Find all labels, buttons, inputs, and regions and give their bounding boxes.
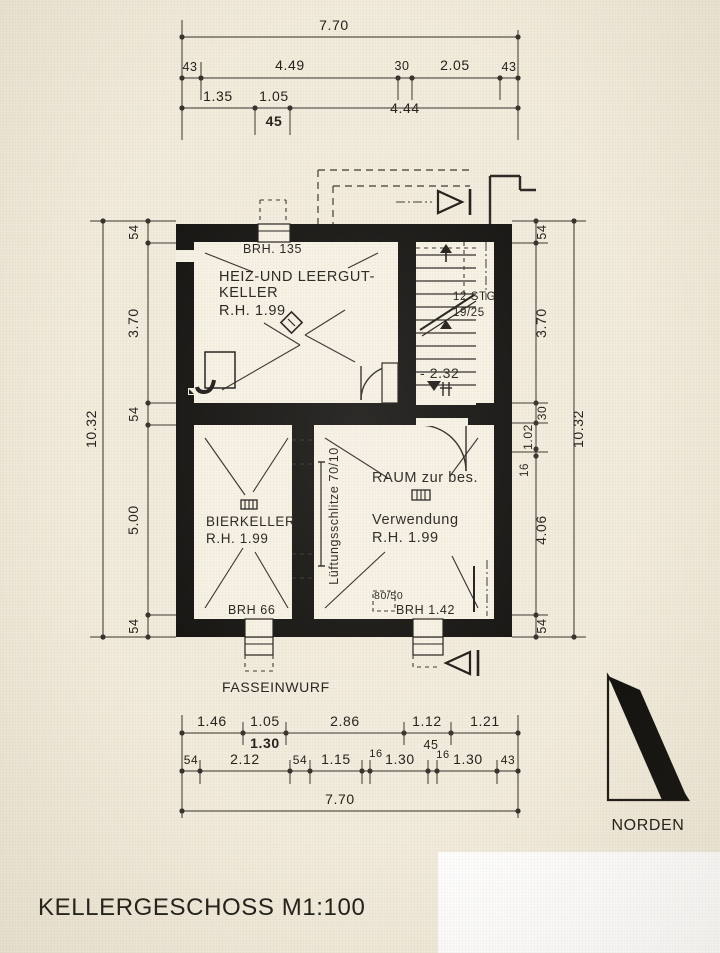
label-heiz-keller-line1: HEIZ-UND LEERGUT- bbox=[219, 269, 375, 285]
vent-symbol-raum bbox=[411, 489, 431, 501]
dim-right-370: 3.70 bbox=[533, 308, 549, 338]
room-heiz-leergut-keller: BRH. 135 HEIZ-UND LEERGUT- KELLER R.H. 1… bbox=[188, 242, 399, 404]
dim-top-30: 30 bbox=[394, 59, 409, 73]
dim-bot2-130-b: 1.30 bbox=[453, 751, 483, 767]
label-brh-66: BRH 66 bbox=[228, 603, 275, 617]
dim-bot-112: 1.12 bbox=[412, 713, 442, 729]
opening-note-80-50: 80/50 bbox=[372, 590, 403, 612]
stair-run bbox=[416, 242, 487, 397]
door-heiz-keller bbox=[360, 362, 399, 404]
dim-bot2-16-b: 16 bbox=[436, 749, 449, 761]
level-marker: - 2.32 bbox=[420, 365, 459, 391]
dim-bot-105: 1.05 bbox=[250, 713, 280, 729]
label-brh-135: BRH. 135 bbox=[243, 242, 302, 256]
window-openings bbox=[176, 223, 444, 672]
dim-top-43-left: 43 bbox=[182, 60, 197, 74]
dim-top-43-right: 43 bbox=[501, 60, 516, 74]
section-marker-top bbox=[396, 189, 472, 215]
dim-bot2-43: 43 bbox=[501, 753, 516, 767]
dim-right-54-a: 54 bbox=[535, 224, 549, 239]
label-heiz-keller-height: R.H. 1.99 bbox=[219, 303, 286, 319]
dim-bot2-115: 1.15 bbox=[321, 751, 351, 767]
dim-bot-outer: 7.70 bbox=[325, 791, 355, 807]
north-arrow: NORDEN bbox=[606, 672, 691, 834]
vent-slots-partition: Lüftungsschlitze 70/10 bbox=[292, 439, 341, 585]
label-heiz-keller-line2: KELLER bbox=[219, 285, 278, 301]
left-dimension-block: 10.32 54 3.70 54 5.00 54 bbox=[83, 218, 182, 640]
label-raum-line1: RAUM zur bes. bbox=[372, 470, 478, 486]
label-brh-142: BRH 1.42 bbox=[396, 603, 455, 617]
section-marker-bottom bbox=[443, 650, 480, 676]
floor-plan-building: BRH. 135 HEIZ-UND LEERGUT- KELLER R.H. 1… bbox=[176, 169, 536, 695]
door-raum bbox=[416, 418, 468, 472]
blank-overlay-region bbox=[438, 852, 720, 953]
dim-top-45: 45 bbox=[266, 113, 283, 129]
label-stair-ratio: 19/25 bbox=[453, 307, 485, 319]
dim-bot2-45: 45 bbox=[423, 738, 438, 752]
dim-bot2-54-a: 54 bbox=[184, 753, 199, 767]
projection-above-dashed bbox=[259, 169, 470, 226]
dim-left-370: 3.70 bbox=[125, 308, 141, 338]
dim-left-outer: 10.32 bbox=[83, 410, 99, 448]
dim-bot2-130-a: 1.30 bbox=[385, 751, 415, 767]
label-raum-height: R.H. 1.99 bbox=[372, 530, 439, 546]
dim-left-54-a: 54 bbox=[127, 224, 141, 239]
label-bierkeller-height: R.H. 1.99 bbox=[206, 531, 268, 546]
dim-right-54-b: 54 bbox=[535, 618, 549, 633]
dim-bot2-16-a: 16 bbox=[369, 748, 382, 760]
boiler-fixture bbox=[188, 351, 236, 395]
dim-right-30: 30 bbox=[535, 406, 549, 421]
entry-step-outline bbox=[488, 174, 536, 224]
label-stair-count: 12 STG bbox=[453, 291, 496, 303]
dim-bot2-212: 2.12 bbox=[230, 751, 260, 767]
dim-top-205: 2.05 bbox=[440, 57, 470, 73]
north-arrow-label: NORDEN bbox=[612, 817, 685, 834]
page-title: KELLERGESCHOSS M1:100 bbox=[38, 894, 365, 921]
dim-bot-121: 1.21 bbox=[470, 713, 500, 729]
label-raum-line2: Verwendung bbox=[372, 512, 459, 528]
dim-bot2-54-b: 54 bbox=[293, 753, 308, 767]
room-raum-verwendung: RAUM zur bes. Verwendung R.H. 1.99 80/50… bbox=[324, 418, 488, 617]
vent-symbol-bierkeller bbox=[240, 499, 258, 510]
flue-symbol bbox=[279, 310, 304, 335]
bottom-dimension-block: 1.46 1.05 2.86 1.12 1.21 1.30 54 2.12 54… bbox=[179, 713, 521, 818]
right-dimension-block: 54 3.70 30 1.02 16 4.06 54 10.32 bbox=[512, 218, 586, 640]
label-bierkeller: BIERKELLER bbox=[206, 514, 295, 529]
dim-top-outer: 7.70 bbox=[319, 17, 349, 33]
dim-top-135: 1.35 bbox=[203, 88, 233, 104]
dim-right-406: 4.06 bbox=[533, 515, 549, 545]
label-fasseinwurf: FASSEINWURF bbox=[222, 679, 330, 695]
dim-left-54-c: 54 bbox=[127, 618, 141, 633]
dim-bot-286: 2.86 bbox=[330, 713, 360, 729]
dim-right-outer: 10.32 bbox=[570, 410, 586, 448]
dim-left-54-b: 54 bbox=[127, 406, 141, 421]
label-vent-slots: Lüftungsschlitze 70/10 bbox=[327, 447, 341, 585]
dim-right-102: 1.02 bbox=[521, 424, 535, 450]
dim-top-449: 4.49 bbox=[275, 57, 305, 73]
dim-bot-146: 1.46 bbox=[197, 713, 227, 729]
top-dimension-block: 7.70 43 4.49 30 2.05 43 4.44 1.35 1.05 4… bbox=[179, 17, 521, 140]
label-level: - 2.32 bbox=[420, 365, 459, 381]
dim-bot-130-sub: 1.30 bbox=[250, 735, 280, 751]
label-80-50: 80/50 bbox=[374, 590, 403, 602]
dim-top-105: 1.05 bbox=[259, 88, 289, 104]
dim-left-500: 5.00 bbox=[125, 505, 141, 535]
room-bierkeller: BIERKELLER R.H. 1.99 BRH 66 bbox=[204, 437, 295, 617]
dim-right-16: 16 bbox=[519, 463, 531, 477]
